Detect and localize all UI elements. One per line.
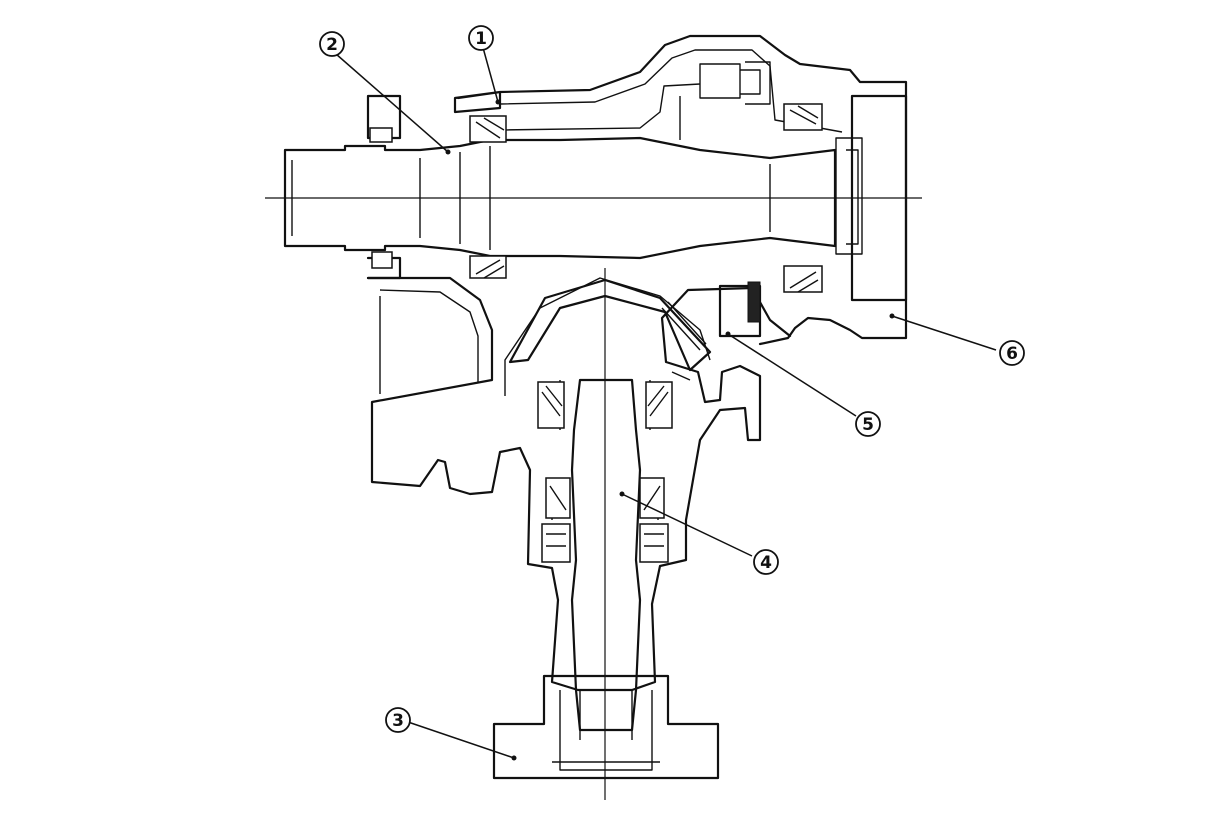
leader-dot-6 — [889, 313, 895, 319]
bottom-flange — [492, 674, 720, 780]
right-lower-bearing — [783, 265, 823, 293]
leader-dot-1 — [495, 99, 501, 105]
bottom-flange-inner — [552, 690, 660, 771]
leader-line-6 — [891, 315, 997, 351]
pinion-lower-seal-right — [639, 523, 669, 563]
callout-4: 4 — [753, 549, 779, 575]
callout-4-label: 4 — [760, 553, 772, 573]
left-seal-lower — [371, 251, 393, 269]
pinion-shaft — [570, 378, 642, 732]
callout-5: 5 — [855, 411, 881, 437]
callout-5-label: 5 — [862, 415, 874, 435]
leader-line-3 — [407, 721, 515, 759]
leader-dot-2 — [445, 149, 451, 155]
callout-2-label: 2 — [326, 35, 338, 55]
pinion-lower-seal-left-lips — [546, 533, 566, 547]
left-seal-upper — [369, 127, 393, 143]
callout-1-label: 1 — [475, 29, 487, 49]
pinion-mid-bearing-left-rollers — [549, 485, 567, 511]
ring-gear-teeth — [661, 301, 707, 351]
lower-housing-inner — [379, 277, 711, 396]
pinion-mid-bearing-left — [545, 477, 571, 519]
left-upper-bearing-rollers — [475, 117, 505, 139]
callout-6-label: 6 — [1006, 344, 1018, 364]
leader-dot-4 — [619, 491, 625, 497]
pinion-upper-bearing-right-rollers — [647, 385, 669, 417]
callout-3: 3 — [385, 707, 411, 733]
callout-2: 2 — [319, 31, 345, 57]
pinion-upper-bearing-right — [645, 381, 673, 429]
ring-gear — [508, 278, 712, 372]
main-shaft — [283, 136, 837, 260]
lower-housing-outline — [366, 276, 792, 692]
callout-3-label: 3 — [392, 711, 404, 731]
housing-bolt — [699, 61, 771, 105]
callout-6: 6 — [999, 340, 1025, 366]
pinion-lower-seal-right-lips — [644, 533, 664, 547]
right-lower-bearing-rollers — [789, 271, 819, 293]
leader-dot-3 — [511, 755, 517, 761]
leader-line-1 — [481, 43, 499, 103]
leader-dot-5 — [725, 331, 731, 337]
upper-housing-rib — [499, 83, 701, 140]
pinion-upper-bearing-left-rollers — [541, 385, 563, 417]
gear-carrier-bolt — [747, 281, 761, 323]
main-shaft-splines — [291, 146, 771, 250]
leader-line-4 — [621, 493, 753, 557]
leader-line-5 — [727, 333, 857, 417]
leader-line-2 — [335, 53, 449, 153]
right-flange-inner — [835, 137, 863, 255]
left-lower-bearing-rollers — [475, 259, 505, 279]
right-upper-bearing-rollers — [789, 105, 819, 125]
right-flange — [850, 94, 908, 302]
pinion-lower-seal-left — [541, 523, 571, 563]
gear-carrier — [718, 284, 762, 338]
callout-1: 1 — [468, 25, 494, 51]
